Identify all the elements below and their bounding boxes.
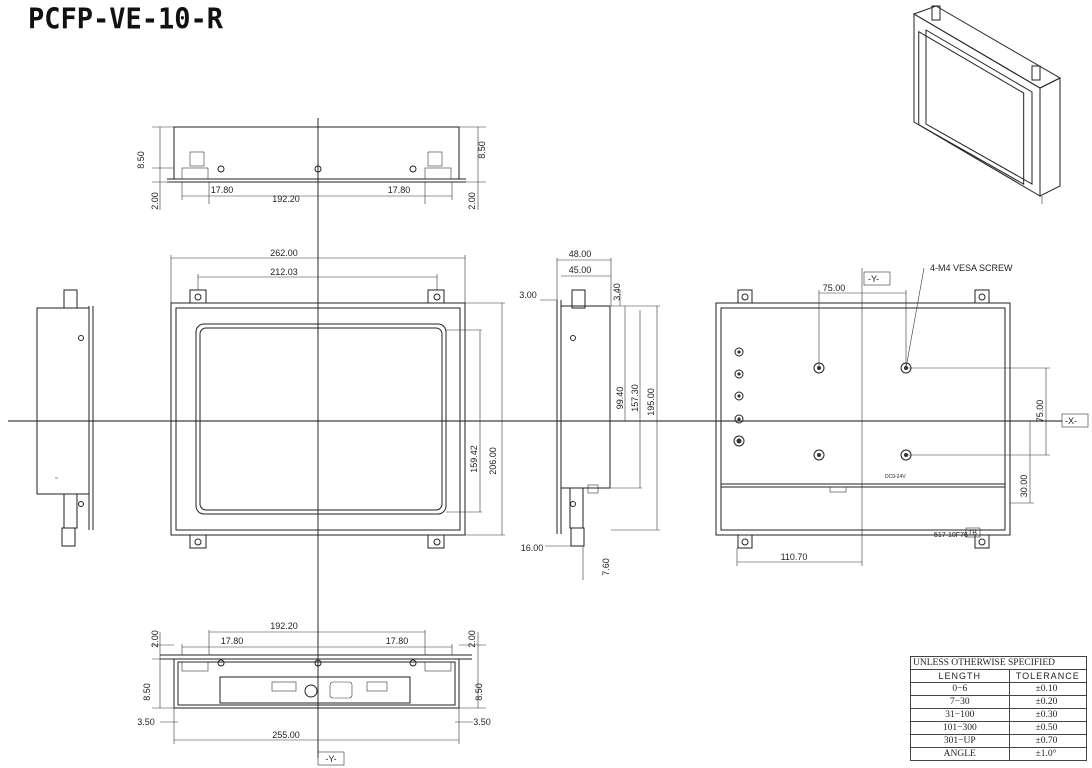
- dim-bot-e-right: 3.50: [473, 717, 491, 727]
- dim-top-h-right: 8.50: [477, 141, 487, 159]
- dim-side-d1: 48.00: [569, 249, 592, 259]
- tolerance-row: 101−300±0.50: [910, 721, 1088, 735]
- tolerance-row: 0−6±0.10: [910, 682, 1088, 696]
- rear-model-label: 517-10F76: [934, 532, 968, 539]
- dim-top-h-left: 8.50: [136, 151, 146, 169]
- dim-top-off-left: 17.80: [211, 185, 234, 195]
- dim-side-b1: 16.00: [521, 543, 544, 553]
- tolerance-row: 301−UP±0.70: [910, 734, 1088, 748]
- dim-bot-h-left: 8.50: [142, 683, 152, 701]
- dim-rear-x: 110.70: [781, 552, 808, 562]
- drawing-title: PCFP-VE-10-R: [28, 3, 224, 36]
- vesa-screw-label: 4-M4 VESA SCREW: [930, 263, 1013, 273]
- front-view: [170, 255, 505, 549]
- dim-front-inner-w: 212.03: [270, 267, 298, 277]
- dim-bot-off-left: 17.80: [221, 636, 244, 646]
- tolerance-table: UNLESS OTHERWISE SPECIFIED LENGTH TOLERA…: [910, 656, 1088, 761]
- rear-tag-label: TB: [968, 530, 977, 537]
- tolerance-header: UNLESS OTHERWISE SPECIFIED: [910, 656, 1087, 670]
- tolerance-row: 31−100±0.30: [910, 708, 1088, 722]
- right-side-view: [540, 258, 660, 580]
- rear-dc-label: DC9-24V: [885, 474, 906, 480]
- dim-bot-e-left: 3.50: [137, 717, 155, 727]
- dim-side-h3: 195.00: [646, 388, 656, 416]
- dim-rear-vesa-v: 75.00: [1035, 400, 1045, 423]
- tolerance-col-length: LENGTH: [910, 669, 1010, 683]
- dim-side-t: 3.00: [519, 290, 537, 300]
- axis-x-label: -X-: [1065, 416, 1077, 426]
- dim-side-b2: 7.60: [601, 558, 611, 576]
- dim-rear-off: 30.00: [1019, 475, 1029, 498]
- dim-side-h1: 99.40: [615, 387, 625, 410]
- dim-top-span: 192.20: [272, 194, 300, 204]
- dim-front-h: 206.00: [488, 447, 498, 475]
- dim-front-inner-h: 159.42: [469, 445, 479, 473]
- isometric-view: [912, 5, 1062, 204]
- tolerance-row: ANGLE±1.0°: [910, 747, 1088, 761]
- dim-top-t-left: 2.00: [150, 192, 160, 210]
- dim-top-t-right: 2.00: [467, 192, 477, 210]
- dim-bot-h-right: 8.50: [474, 683, 484, 701]
- dim-bot-off-right: 17.80: [386, 636, 409, 646]
- tolerance-col-tolerance: TOLERANCE: [1008, 669, 1088, 683]
- top-view: [152, 126, 486, 210]
- dim-side-d2: 45.00: [569, 265, 592, 275]
- bottom-view: [152, 630, 486, 766]
- dim-bot-t-right: 2.00: [467, 630, 477, 648]
- axis-y-top-label: -Y-: [868, 274, 879, 284]
- dim-front-w: 262.00: [270, 248, 298, 258]
- rear-view: [715, 267, 1089, 566]
- dim-top-off-right: 17.80: [388, 185, 411, 195]
- dim-rear-vesa: 75.00: [823, 283, 846, 293]
- axis-y-bottom-label: -Y-: [325, 754, 336, 764]
- dim-side-h2: 157.30: [630, 384, 640, 412]
- dim-bot-t-left: 2.00: [150, 630, 160, 648]
- dim-side-t2: 3.40: [612, 283, 622, 301]
- left-side-view: [36, 289, 94, 547]
- dim-bot-span: 192.20: [270, 621, 298, 631]
- tolerance-row: 7−30±0.20: [910, 695, 1088, 709]
- dim-bot-w: 255.00: [272, 730, 300, 740]
